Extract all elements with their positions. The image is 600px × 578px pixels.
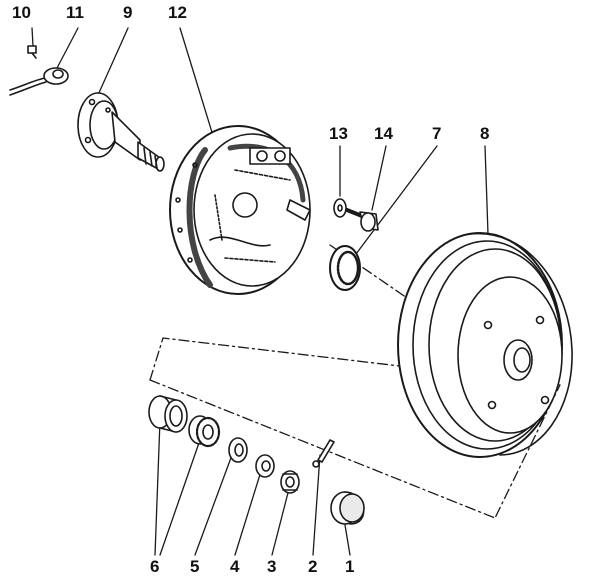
- label-14: 14: [374, 124, 393, 143]
- part-13-washer: [333, 198, 347, 218]
- leader-lines: [31, 27, 489, 556]
- part-10-bolt: [27, 45, 37, 59]
- part-5-roller-bearing: [188, 415, 221, 448]
- part-3-hub-nut: [255, 454, 275, 478]
- label-8: 8: [480, 124, 490, 143]
- part-11-sensor: [9, 67, 69, 96]
- label-1: 1: [345, 557, 355, 576]
- label-5: 5: [190, 557, 200, 576]
- label-2: 2: [308, 557, 318, 576]
- part-1-dust-cap: [330, 491, 365, 525]
- part-14-bolt: [345, 208, 379, 232]
- label-6: 6: [150, 557, 160, 576]
- label-10: 10: [12, 3, 31, 22]
- part-7-abs-ring: [329, 245, 361, 291]
- label-9: 9: [123, 3, 133, 22]
- part-6-bearing-race: [148, 395, 188, 433]
- label-12: 12: [168, 3, 187, 22]
- split-pin: [312, 439, 335, 468]
- part-9-stub-axle: [77, 92, 165, 172]
- part-2-lock-cap: [280, 470, 300, 494]
- part-4-washer: [228, 437, 248, 463]
- part-12-brake-backplate: [169, 125, 311, 295]
- label-11: 11: [66, 3, 84, 22]
- part-8-brake-drum: [397, 232, 573, 458]
- label-7: 7: [432, 124, 442, 143]
- label-13: 13: [329, 124, 348, 143]
- label-4: 4: [230, 557, 240, 576]
- label-3: 3: [267, 557, 277, 576]
